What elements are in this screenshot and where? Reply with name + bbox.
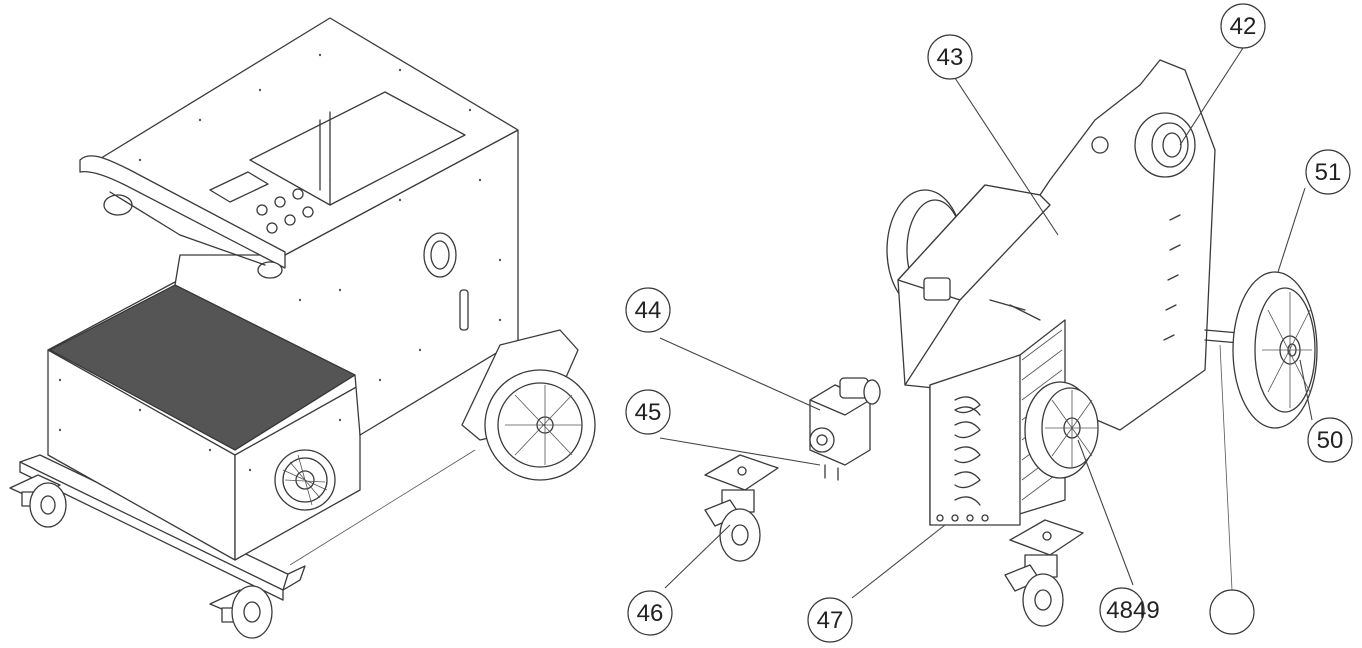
callout-50: 50 (1307, 417, 1353, 463)
callout-blank (1209, 589, 1255, 635)
part-51-wheel (1232, 271, 1318, 429)
callout-45: 45 (625, 389, 671, 435)
cart-rear-wheel (461, 329, 596, 481)
cart-caster-front (9, 474, 67, 528)
part-43-side-frame (886, 59, 1263, 431)
callout-43: 43 (927, 34, 973, 80)
part-44-pump (809, 377, 881, 481)
part-48-49-fan (1024, 381, 1099, 479)
callout-42: 42 (1220, 3, 1266, 49)
part-42-connector (1091, 112, 1196, 178)
callout-47: 47 (807, 597, 853, 643)
svg-text:46: 46 (637, 600, 664, 627)
svg-text:50: 50 (1317, 427, 1344, 454)
svg-text:44: 44 (635, 297, 662, 324)
part-46-caster (704, 454, 779, 562)
control-panel (209, 171, 314, 234)
part-47-heat-exchanger (929, 299, 1066, 526)
second-caster (1004, 519, 1084, 627)
cart-caster-rear (209, 585, 273, 639)
vent-grille (274, 449, 336, 511)
assembled-cart (9, 17, 596, 639)
svg-text:4849: 4849 (1106, 597, 1159, 624)
callout-4849: 4849 (1099, 587, 1160, 633)
svg-text:47: 47 (817, 607, 844, 634)
svg-text:42: 42 (1230, 13, 1257, 40)
callout-51: 51 (1305, 149, 1351, 195)
callout-46: 46 (627, 590, 673, 636)
svg-text:43: 43 (937, 44, 964, 71)
coil-loops (954, 396, 981, 506)
cart-handle (79, 155, 286, 279)
cart-upper-housing (97, 17, 519, 436)
side-connector (423, 232, 469, 331)
leader-lines (659, 47, 1313, 599)
axle-dash-line (1219, 344, 1233, 591)
svg-text:45: 45 (635, 399, 662, 426)
svg-text:51: 51 (1315, 159, 1342, 186)
callout-44: 44 (625, 287, 671, 333)
